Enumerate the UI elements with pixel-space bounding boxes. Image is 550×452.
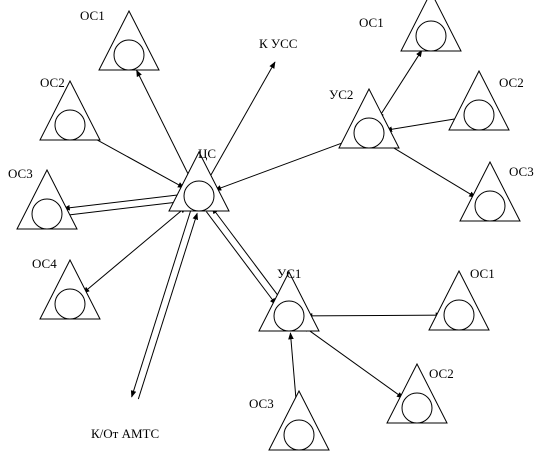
edges-layer — [62, 49, 477, 419]
node-cs_os4 — [39, 258, 101, 320]
circle-icon — [463, 99, 495, 131]
node-cs_os3 — [16, 168, 78, 230]
node-label-us2_os2: ОС2 — [499, 75, 524, 90]
circle-icon — [273, 300, 305, 332]
node-label-cs_os3: ОС3 — [8, 166, 33, 181]
circle-icon — [113, 39, 145, 71]
edge-us2-us2_os3 — [382, 141, 477, 198]
edge-cs-k_ot_amts-forward — [130, 210, 192, 398]
circle-icon — [415, 20, 447, 52]
edge-us2-us2_os1 — [377, 49, 423, 120]
node-cs — [168, 150, 230, 212]
edge-cs-cs_os2 — [84, 132, 185, 189]
circle-icon — [183, 180, 215, 212]
circle-icon — [54, 288, 86, 320]
edge-cs-us1-backward — [211, 206, 283, 301]
external-label-k_ot_amts: К/От АМТС — [91, 426, 159, 441]
node-us1_os2 — [386, 362, 448, 424]
edge-cs-k_uss — [206, 61, 276, 182]
node-label-cs_os2: ОС2 — [40, 75, 65, 90]
node-cs_os2 — [39, 79, 101, 141]
node-label-us2: УС2 — [329, 87, 353, 102]
circle-icon — [401, 392, 433, 424]
circle-icon — [353, 117, 385, 149]
node-us2_os1 — [400, 0, 462, 52]
node-us2_os3 — [459, 160, 521, 222]
edge-cs-us2 — [214, 138, 354, 191]
node-label-cs: ЦС — [198, 146, 216, 161]
node-us2 — [338, 87, 400, 149]
edge-us1-us1_os1 — [305, 312, 443, 319]
circle-icon — [283, 419, 315, 451]
node-cs_os1 — [98, 9, 160, 71]
nodes-layer — [16, 0, 521, 451]
edge-us1-us1_os2 — [302, 325, 404, 399]
edge-cs-cs_os3-backward — [64, 199, 184, 216]
edge-us2-us2_os2 — [385, 115, 463, 133]
node-label-us2_os3: ОС3 — [509, 164, 534, 179]
node-label-us1_os3: ОС3 — [249, 396, 274, 411]
edge-cs-cs_os4 — [82, 206, 187, 294]
circle-icon — [31, 198, 63, 230]
edge-cs-cs_os1 — [136, 69, 192, 182]
circle-icon — [54, 109, 86, 141]
node-label-us1_os1: ОС1 — [470, 266, 495, 281]
node-us1_os1 — [428, 269, 490, 331]
node-label-cs_os1: ОС1 — [80, 8, 105, 23]
node-label-cs_os4: ОС4 — [32, 256, 57, 271]
node-us2_os2 — [448, 69, 510, 131]
edge-cs-us1-forward — [205, 211, 277, 306]
edge-cs-k_ot_amts-backward — [137, 212, 198, 400]
external-label-k_uss: К УСС — [259, 36, 297, 51]
node-label-us2_os1: ОС1 — [359, 15, 384, 30]
circle-icon — [443, 299, 475, 331]
node-us1 — [258, 270, 320, 332]
circle-icon — [474, 190, 506, 222]
edge-cs-cs_os3-forward — [62, 194, 182, 211]
node-label-us1_os2: ОС2 — [429, 366, 454, 381]
node-label-us1: УС1 — [277, 266, 301, 281]
node-us1_os3 — [268, 389, 330, 451]
